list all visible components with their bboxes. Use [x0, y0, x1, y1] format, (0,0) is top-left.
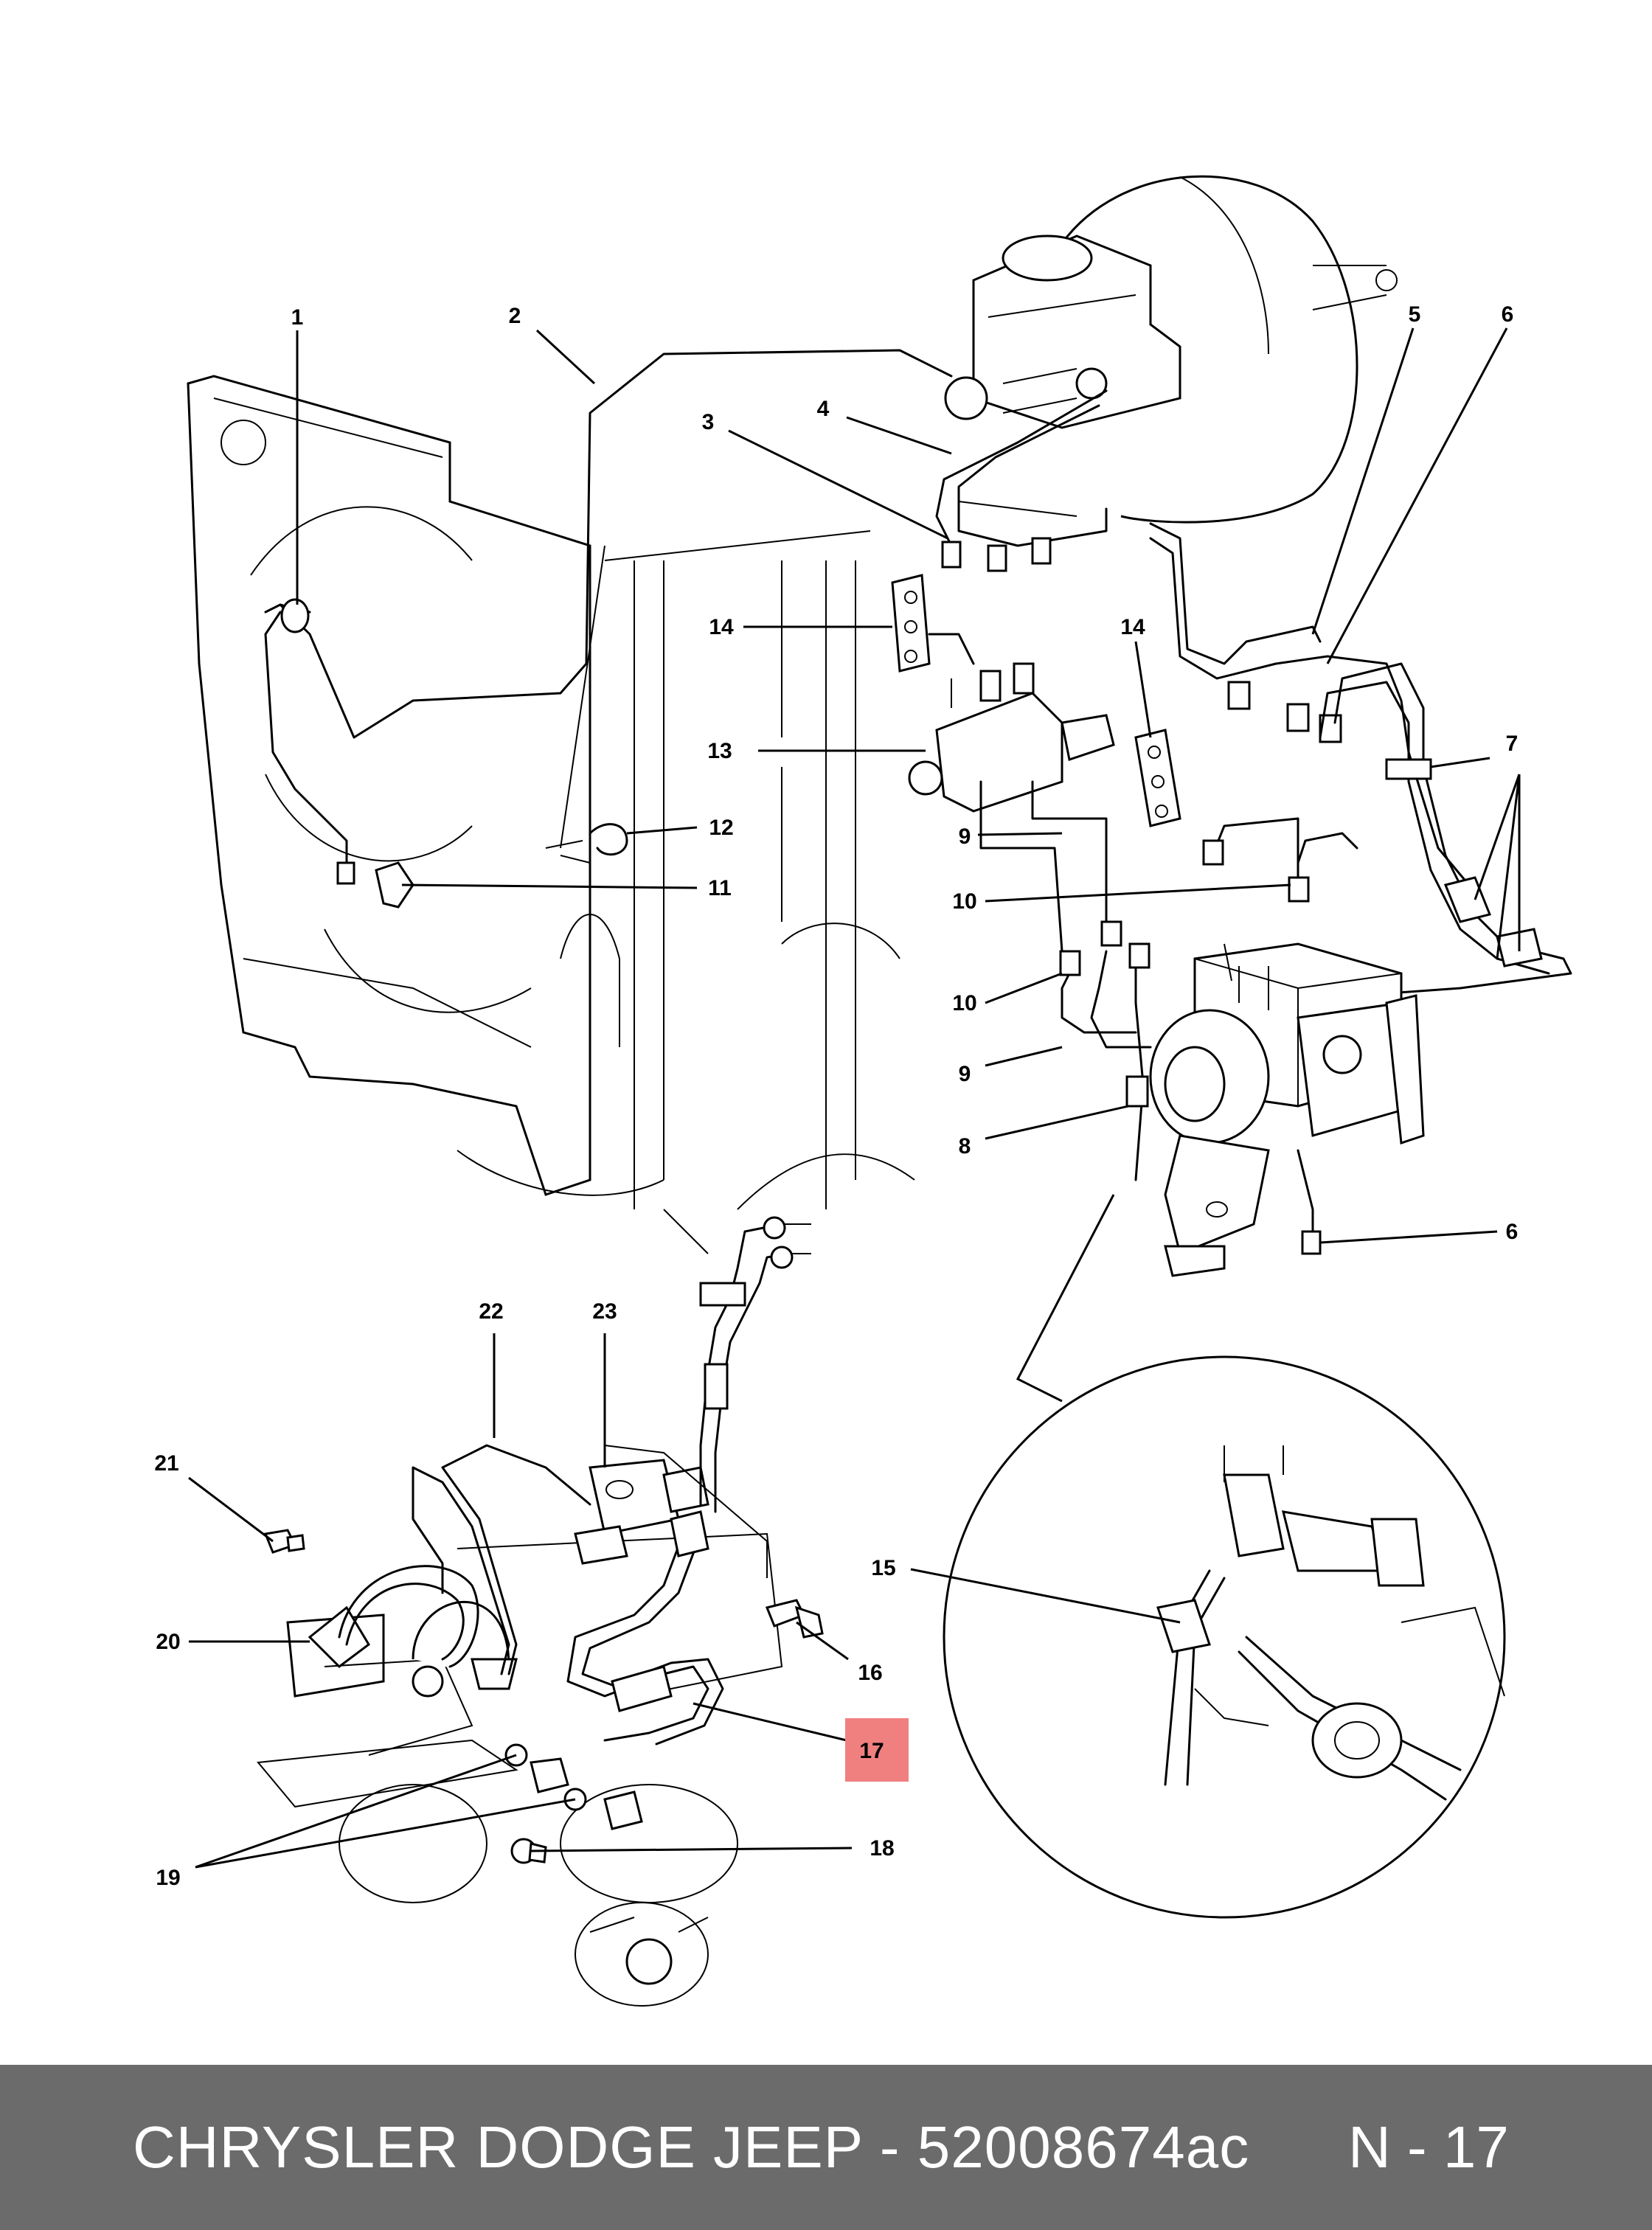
label-3: 3: [702, 410, 715, 434]
label-6-top: 6: [1502, 302, 1514, 327]
fitting-4b: [1031, 537, 1052, 565]
clip-7: [1385, 758, 1432, 780]
label-20: 20: [156, 1630, 180, 1654]
fitting-9a: [1100, 920, 1122, 947]
bracket-23: [574, 1445, 768, 1578]
brake-line-22: [412, 1466, 510, 1675]
fitting-1: [336, 861, 355, 885]
clip-14-right: [1134, 729, 1181, 827]
label-14-right: 14: [1120, 615, 1145, 639]
fitting-5: [1227, 681, 1251, 710]
brake-line-2: [279, 349, 953, 739]
bolt-21: [263, 1529, 305, 1554]
firewall-panel: [187, 375, 915, 1254]
brake-line-9-hcu: [1090, 950, 1152, 1049]
label-6-bottom: 6: [1506, 1220, 1519, 1244]
label-22: 22: [479, 1299, 503, 1324]
label-15: 15: [871, 1556, 895, 1580]
label-9-upper: 9: [959, 824, 971, 849]
brake-line-4: [957, 404, 1108, 547]
brake-line-3: [935, 389, 1108, 547]
brake-line-1: [264, 603, 348, 872]
label-23: 23: [592, 1299, 617, 1324]
clip-14-left: [891, 574, 975, 673]
label-8: 8: [959, 1134, 971, 1159]
label-21: 21: [154, 1451, 178, 1476]
clip-11: [375, 861, 414, 909]
detail-circle: [943, 1355, 1506, 1919]
fitting-10a: [1059, 950, 1081, 976]
label-18: 18: [870, 1836, 894, 1861]
fitting-9b: [1128, 942, 1150, 969]
hcu-assembly: [1149, 942, 1425, 1277]
label-11: 11: [708, 876, 732, 900]
label-19: 19: [156, 1866, 180, 1890]
label-13: 13: [707, 739, 732, 763]
brake-line-5: [1149, 522, 1322, 665]
label-16: 16: [858, 1661, 882, 1685]
master-cylinder: [944, 235, 1181, 429]
label-4: 4: [817, 397, 830, 421]
label-12: 12: [709, 816, 733, 840]
brake-line-6: [1149, 537, 1476, 894]
bolt-16: [765, 1599, 824, 1639]
clip-12: [589, 823, 628, 856]
brake-lines-diagram: 1 2 3 4 5 6 14 14 13 12 11 9 10 7 10 9 8…: [154, 175, 1572, 2007]
brake-hose-upper: [699, 1223, 783, 1506]
brake-line-8: [1134, 957, 1145, 1181]
label-7: 7: [1506, 732, 1519, 756]
label-10-upper: 10: [952, 889, 976, 914]
label-10-lower: 10: [952, 991, 976, 1015]
proportioning-valve-13: [908, 662, 1115, 813]
front-brake-assembly: [257, 1532, 783, 2007]
hose-fitting-mid: [704, 1363, 729, 1410]
label-17: 17: [859, 1739, 884, 1763]
grommet-1: [280, 598, 310, 633]
brake-booster: [1061, 175, 1398, 524]
fitting-6a: [1286, 703, 1310, 732]
fitting-3: [941, 541, 962, 569]
footer-title: CHRYSLER DODGE JEEP - 52008674ac: [133, 2114, 1250, 2180]
footer-bar: CHRYSLER DODGE JEEP - 52008674ac N - 17: [0, 2065, 1652, 2230]
bolt-18: [510, 1838, 547, 1864]
label-9-lower: 9: [959, 1062, 971, 1086]
label-14-left: 14: [709, 615, 734, 639]
label-2: 2: [509, 304, 521, 328]
fitting-10c: [1288, 876, 1310, 903]
fitting-10b: [1202, 839, 1224, 866]
callout-labels: 1 2 3 4 5 6 14 14 13 12 11 9 10 7 10 9 8…: [154, 302, 1518, 1890]
hose-fitting-top: [699, 1282, 746, 1307]
brake-line-9-upper: [979, 780, 1063, 953]
fitting-8: [1125, 1075, 1149, 1108]
label-5: 5: [1409, 302, 1421, 327]
leader-lines: [188, 327, 1521, 1869]
fitting-6b: [1319, 714, 1342, 743]
footer-page-number: N - 17: [1348, 2114, 1509, 2180]
label-1: 1: [291, 305, 304, 330]
brake-line-9-lower: [1031, 780, 1108, 945]
fitting-4a: [987, 544, 1007, 572]
highlight-17: [845, 1718, 909, 1782]
